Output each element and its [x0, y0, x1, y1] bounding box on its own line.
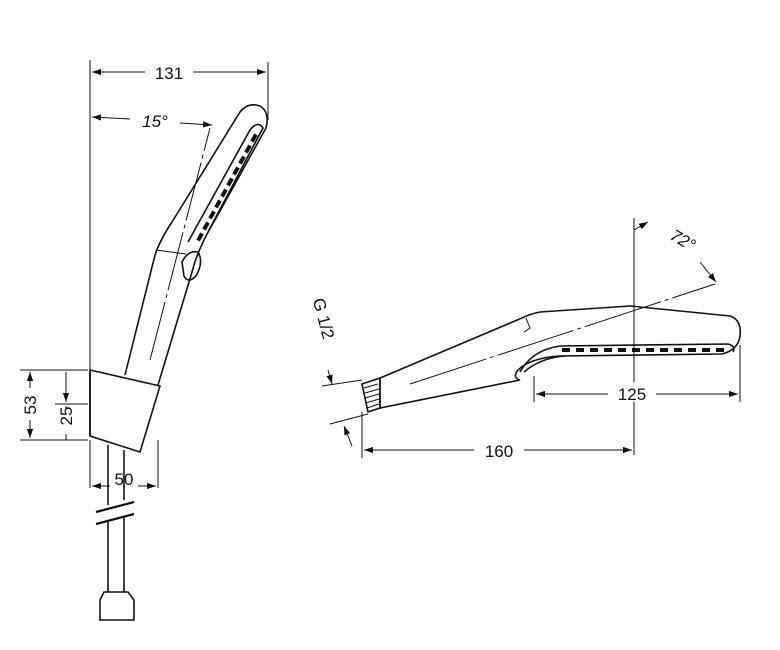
top-view: 72° G 1/2 125 160 [309, 218, 742, 461]
side-view: 131 15° [20, 60, 269, 621]
dim-total-length-label: 160 [485, 442, 513, 461]
center-axis [149, 127, 211, 361]
shower-head-face [519, 343, 735, 373]
dim-label-bg [145, 62, 193, 82]
dim-height-outer-label: 53 [21, 396, 40, 415]
dim-thread-label: G 1/2 [309, 296, 338, 341]
dim-height-inner-label: 25 [57, 407, 76, 426]
dim-angle-label: 15° [142, 112, 168, 131]
angle-leader-bottom [699, 261, 717, 283]
dim-width-label: 131 [155, 64, 183, 83]
nozzle-row [196, 133, 258, 242]
dim-head-length-label: 125 [618, 385, 646, 404]
hose [95, 445, 135, 621]
head-joint-line [155, 249, 187, 255]
spray-selector-button [181, 250, 202, 281]
wall-bracket [89, 368, 162, 454]
angle-leader-left [91, 114, 131, 121]
dim-angle-label: 72° [667, 226, 699, 255]
nozzle-row [562, 348, 724, 352]
hand-shower-body [379, 305, 742, 409]
hose-connector [99, 591, 135, 621]
shower-head-face [187, 123, 264, 243]
angle-leader-top [633, 221, 649, 231]
hand-shower-outline [124, 104, 268, 386]
angle-leader-right [179, 121, 213, 128]
center-axis [409, 283, 716, 385]
thread-dim-arrow-top [326, 369, 333, 385]
thread-dim-arrow-bottom [343, 425, 353, 447]
